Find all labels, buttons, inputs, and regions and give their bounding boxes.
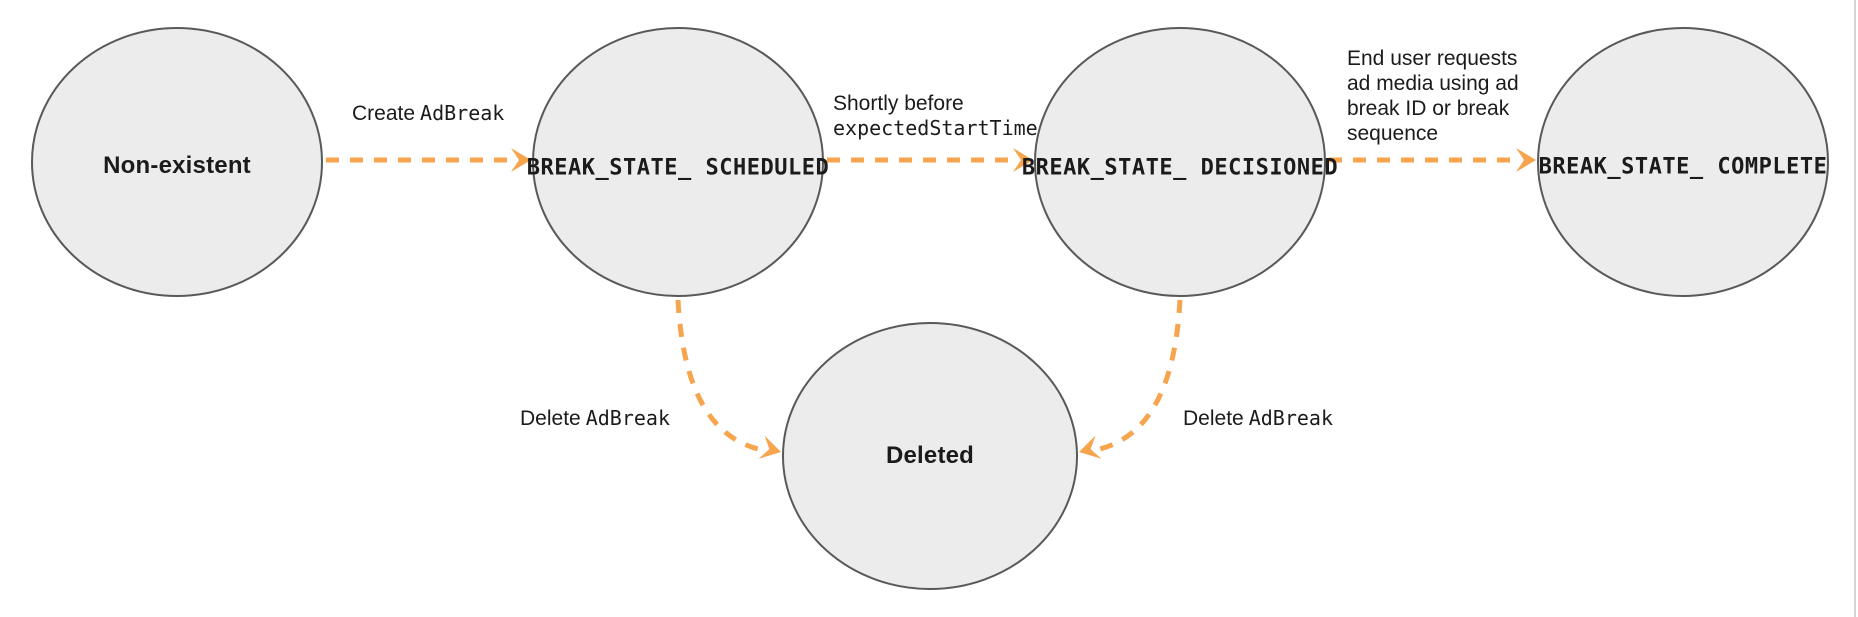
edge-label-create-adbreak-plain: Create (352, 102, 416, 125)
node-break-state-decisioned-circle (1034, 27, 1326, 297)
edge-label-shortly-before-plain: Shortly before (833, 92, 964, 115)
edge-label-delete-adbreak-right-plain: Delete (1183, 407, 1244, 430)
node-label-deleted: Deleted (885, 442, 975, 469)
edge-delete-adbreak-right-arrowhead-icon (1079, 435, 1102, 459)
edge-label-end-user-requests: End user requests ad media using ad brea… (1347, 47, 1519, 145)
node-label-break-state-decisioned: BREAK_STATE_ DECISIONED (1022, 155, 1338, 182)
node-label-break-state-complete: BREAK_STATE_ COMPLETE (1539, 154, 1828, 181)
edge-label-shortly-before: Shortly before expectedStartTime (833, 91, 1038, 141)
edge-delete-adbreak-left-curve (675, 299, 763, 453)
edge-label-delete-adbreak-left-plain: Delete (520, 407, 581, 430)
node-label-break-state-decisioned-line1: BREAK_STATE_ (1021, 155, 1187, 181)
edge-delete-adbreak-left-arrowhead-icon (758, 435, 781, 459)
node-non-existent-circle (31, 27, 323, 297)
edge-create-adbreak-arrowhead-icon (511, 148, 531, 172)
node-label-break-state-scheduled: BREAK_STATE_ SCHEDULED (527, 155, 829, 182)
node-label-break-state-scheduled-line1: BREAK_STATE_ (526, 155, 692, 181)
node-break-state-scheduled-circle (532, 27, 824, 297)
edge-label-delete-adbreak-left-code: AdBreak (585, 406, 670, 430)
node-break-state-complete-circle (1537, 27, 1829, 297)
edge-shortly-before-arrowhead-icon (1013, 148, 1033, 172)
edge-label-create-adbreak-code: AdBreak (420, 101, 505, 125)
node-label-break-state-complete-line2: COMPLETE (1717, 154, 1828, 180)
node-deleted-circle (782, 322, 1078, 590)
edge-label-shortly-before-code: expectedStartTime (833, 116, 1038, 140)
edge-delete-adbreak-right-curve (1095, 299, 1183, 453)
edge-label-delete-adbreak-right-code: AdBreak (1248, 406, 1333, 430)
node-label-non-existent: Non-existent (103, 152, 251, 179)
node-label-break-state-complete-line1: BREAK_STATE_ (1538, 154, 1704, 180)
content-right-border (1854, 0, 1856, 617)
node-label-break-state-decisioned-line2: DECISIONED (1200, 155, 1339, 181)
edge-end-user-requests-arrowhead-icon (1516, 148, 1536, 172)
node-label-break-state-scheduled-line2: SCHEDULED (705, 155, 830, 181)
